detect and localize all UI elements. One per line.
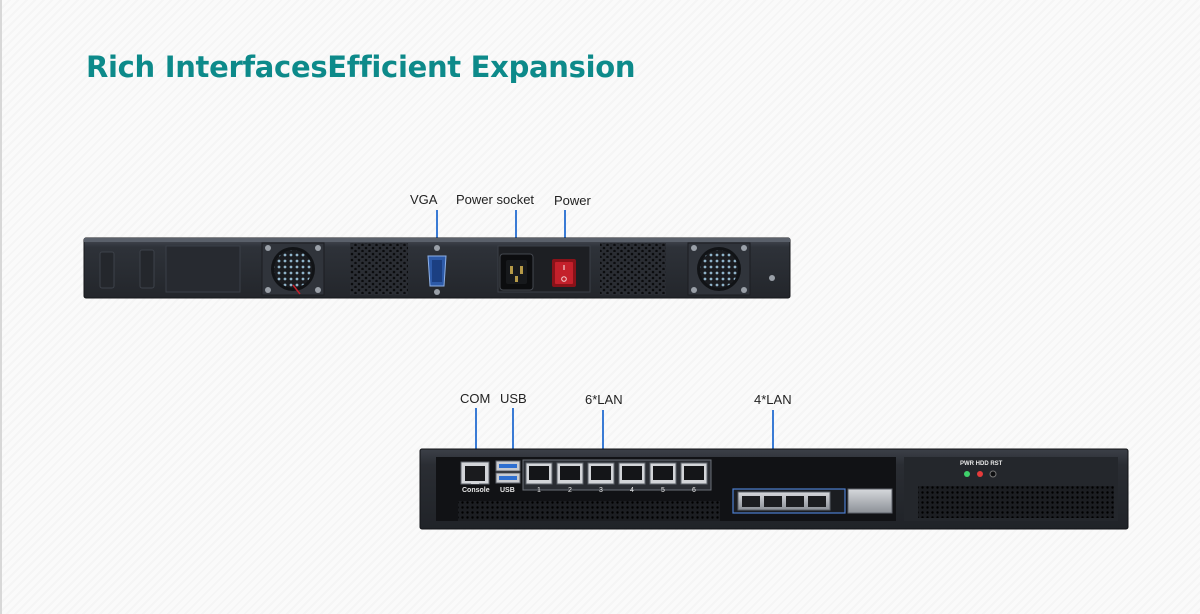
usb-port-icon — [495, 460, 521, 484]
lan-port-number: 3 — [599, 487, 603, 494]
led-indicator-icon — [964, 470, 997, 478]
callout-6lan-label: 6*LAN — [585, 392, 623, 407]
page-title: Rich InterfacesEfficient Expansion — [86, 50, 636, 84]
callout-power-label: Power — [554, 193, 591, 208]
usb-port-label: USB — [500, 487, 515, 494]
lan-port-number: 6 — [692, 487, 696, 494]
lan-port-group-6 — [522, 459, 712, 491]
callout-power-socket-label: Power socket — [456, 192, 535, 207]
fan-grille-icon — [261, 242, 325, 296]
lan-port-number: 1 — [537, 487, 541, 494]
power-socket-icon — [499, 253, 534, 291]
indicator-labels: PWR HDD RST — [960, 461, 1003, 467]
rear-slot-cover — [139, 249, 155, 289]
fan-grille-icon — [687, 242, 751, 296]
rear-blank-plate — [165, 245, 241, 293]
vga-port-icon — [427, 245, 447, 295]
lan-port-group-4 — [732, 488, 893, 514]
rear-vent-mesh — [600, 243, 666, 295]
callout-com-label: COM — [460, 391, 491, 406]
lan-port-number: 2 — [568, 487, 572, 494]
lan-port-number: 5 — [661, 487, 665, 494]
console-port-label: Console — [462, 487, 490, 494]
left-edge-rule — [0, 0, 2, 614]
front-vent-mesh — [918, 486, 1114, 518]
callout-vga-label: VGA — [410, 192, 438, 207]
rj45-port-icon — [460, 461, 490, 485]
lan-port-number: 4 — [630, 487, 634, 494]
callout-4lan-label: 4*LAN — [754, 392, 792, 407]
rear-slot-cover — [99, 251, 115, 289]
power-switch-icon — [552, 259, 576, 287]
rear-vent-mesh — [350, 243, 408, 295]
callout-usb-label: USB — [500, 391, 527, 406]
